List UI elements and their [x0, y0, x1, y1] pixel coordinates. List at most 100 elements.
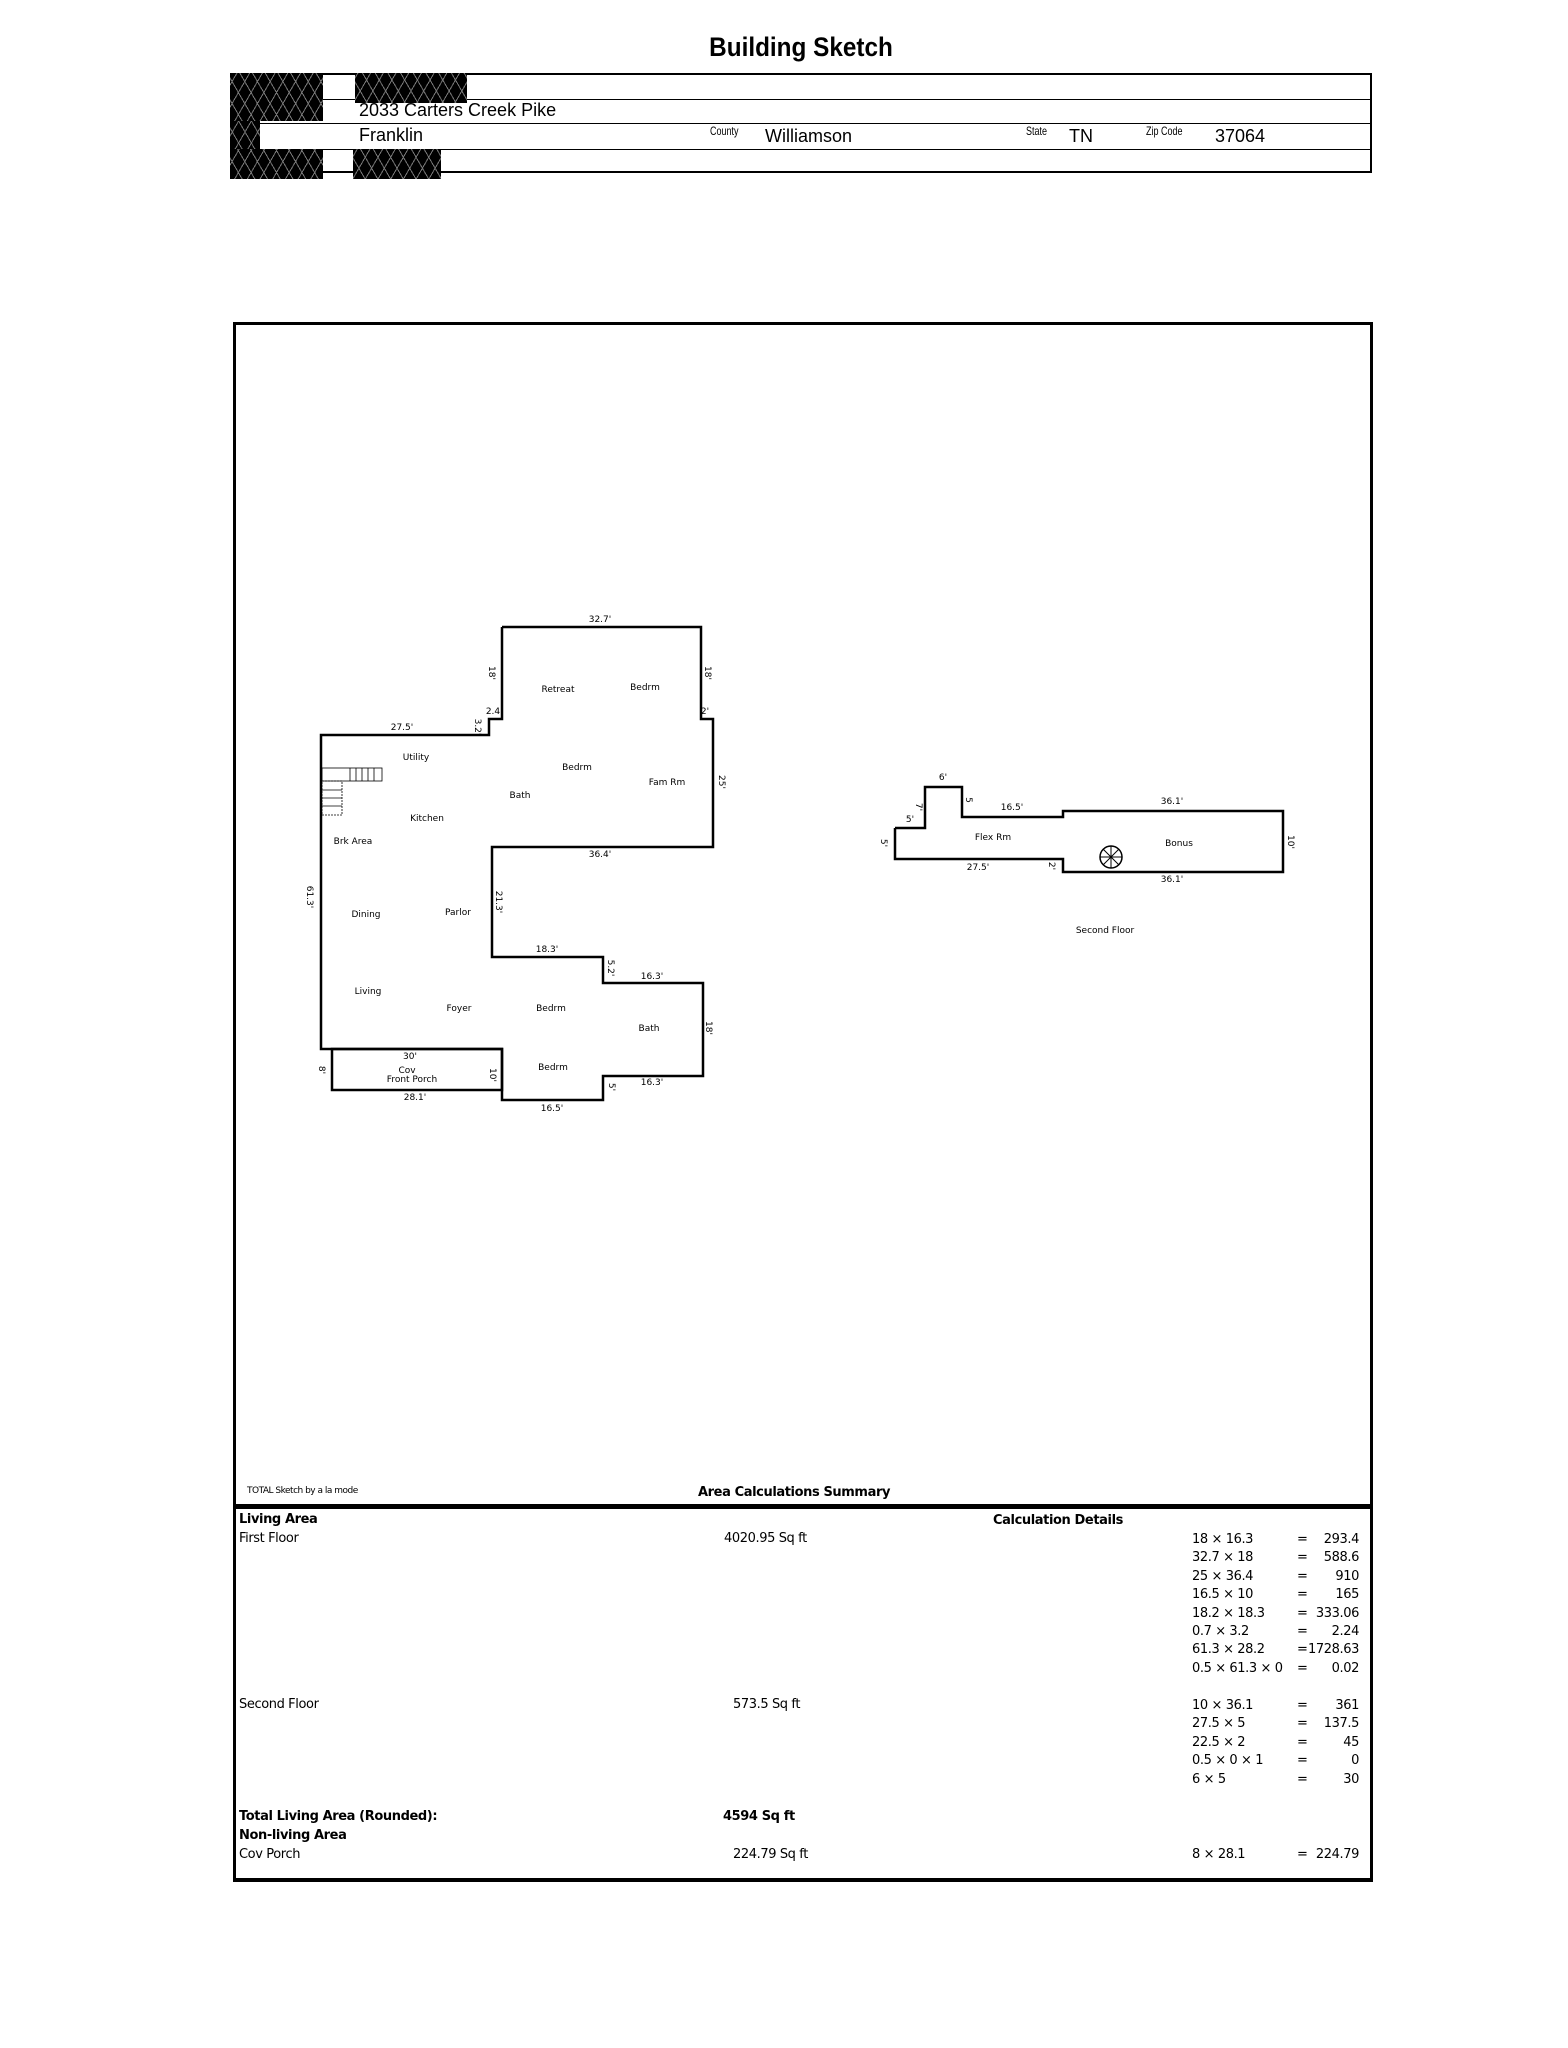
calc-val: 361	[1335, 1698, 1359, 1713]
first-floor-plan-label: 2'	[701, 707, 709, 717]
first-floor-plan-label: Bedrm	[536, 1004, 566, 1014]
second-floor-area: 573.5 Sq ft	[733, 1697, 801, 1712]
non-living-area-heading: Non-living Area	[239, 1828, 347, 1843]
first-floor-plan-label: Foyer	[447, 1004, 472, 1014]
cov-porch-label: Cov Porch	[239, 1847, 301, 1862]
redaction-block	[230, 149, 323, 179]
calc-val: 165	[1335, 1587, 1359, 1603]
second-floor-plan-label: 2'	[1046, 862, 1056, 870]
calc-val: 293.4	[1323, 1532, 1360, 1547]
first-floor-plan-label: 16.3'	[641, 1078, 664, 1088]
first-floor-plan-label: 3.2'	[472, 719, 482, 736]
calc-expr: 32.7 × 18	[1192, 1550, 1254, 1566]
second-floor-outline	[893, 785, 1285, 874]
first-floor-plan-label: 18.3'	[536, 945, 559, 955]
first-floor-plan-label: 2.4	[486, 707, 501, 717]
calc-val: 588.6	[1323, 1550, 1360, 1566]
cov-porch-area: 224.79 Sq ft	[733, 1847, 808, 1862]
calc-eq: =	[1297, 1642, 1308, 1658]
first-floor-plan-label: 16.3'	[641, 972, 664, 982]
first-floor-plan-label: 21.3'	[493, 891, 503, 914]
second-floor-plan-label: 10'	[1285, 835, 1295, 849]
calc-val: 910	[1335, 1568, 1359, 1584]
first-floor-plan-label: Utility	[403, 753, 430, 763]
first-floor-plan-label: Parlor	[445, 908, 471, 918]
calc-expr: 0.5 × 61.3 × 0	[1192, 1660, 1283, 1676]
second-floor-label: Second Floor	[239, 1697, 319, 1712]
zip: 37064	[1215, 126, 1266, 146]
sketch-frame	[233, 322, 1373, 1882]
first-floor-plan-label: Retreat	[542, 685, 575, 695]
first-floor-plan-label: Bedrm	[538, 1063, 568, 1073]
second-floor-plan-label: Flex Rm	[975, 833, 1011, 843]
calc-eq: =	[1297, 1716, 1308, 1732]
calc-eq: =	[1297, 1753, 1308, 1769]
calc-eq: =	[1297, 1568, 1308, 1584]
first-floor-plan-label: 36.4'	[589, 850, 612, 860]
stairs-icon	[321, 767, 383, 816]
first-floor-plan-label: Cov	[398, 1066, 416, 1076]
calc-eq: =	[1297, 1734, 1308, 1750]
calc-val: 0	[1351, 1753, 1359, 1769]
second-floor-plan-label: 36.1'	[1161, 797, 1184, 807]
calc-expr: 0.5 × 0 × 1	[1192, 1753, 1264, 1769]
zip-label: Zip Code	[1146, 124, 1183, 138]
calc-val: 30	[1343, 1771, 1359, 1787]
summary-divider	[233, 1504, 1370, 1509]
first-floor-plan-label: Bath	[510, 791, 531, 801]
calc-eq: =	[1297, 1771, 1308, 1787]
summary-title: Area Calculations Summary	[698, 1485, 891, 1500]
second-floor-plan-label: 7'	[913, 803, 923, 811]
calc-expr: 27.5 × 5	[1192, 1716, 1246, 1732]
calc-val: 137.5	[1323, 1716, 1360, 1732]
first-floor-plan-label: 18'	[702, 666, 712, 680]
spiral-stair-icon	[1099, 845, 1123, 869]
redaction-block	[353, 149, 441, 179]
calc-eq: =	[1297, 1587, 1308, 1603]
calc-eq: =	[1297, 1550, 1308, 1566]
first-floor-plan-label: Front Porch	[387, 1075, 437, 1085]
second-floor-plan-label: 27.5'	[967, 863, 990, 873]
second-floor-plan-label: 6'	[939, 773, 947, 783]
calc-eq: =	[1297, 1847, 1308, 1862]
living-area-heading: Living Area	[239, 1512, 318, 1527]
first-floor-plan-label: 16.5'	[541, 1104, 564, 1114]
first-floor-plan-label: 32.7'	[589, 615, 612, 625]
county: Williamson	[765, 126, 853, 146]
calc-val: 333.06	[1315, 1605, 1359, 1621]
calc-val: 0.02	[1331, 1660, 1360, 1676]
calc-val: 45	[1343, 1734, 1359, 1750]
calc-expr: 18 × 16.3	[1192, 1532, 1254, 1547]
second-floor-plan-label: 36.1'	[1161, 875, 1184, 885]
first-floor-plan-label: 10'	[487, 1068, 497, 1082]
first-floor-label: First Floor	[239, 1531, 299, 1546]
first-floor-area: 4020.95 Sq ft	[724, 1531, 807, 1546]
first-floor-plan-label: 18'	[486, 666, 496, 680]
page-title: Building Sketch	[709, 32, 893, 62]
calc-eq: =	[1297, 1660, 1308, 1676]
first-floor-plan-label: Dining	[351, 910, 380, 920]
second-floor-plan-label: 16.5'	[1001, 803, 1024, 813]
first-floor-plan-label: Bath	[639, 1024, 660, 1034]
calc-val: 224.79	[1315, 1847, 1359, 1862]
first-floor-plan-label: Living	[355, 987, 382, 997]
first-floor-plan-label: Brk Area	[334, 837, 373, 847]
second-floor-plan-label: 5'	[906, 815, 914, 825]
first-floor-plan-label: 25'	[716, 775, 726, 789]
front-porch-outline	[330, 1047, 504, 1092]
redaction-block	[230, 73, 323, 121]
calc-expr: 0.7 × 3.2	[1192, 1624, 1249, 1639]
second-floor-plan-label: Second Floor	[1076, 926, 1135, 936]
first-floor-plan-label: 61.3'	[304, 886, 314, 909]
calc-expr: 22.5 × 2	[1192, 1734, 1246, 1750]
calc-expr: 25 × 36.4	[1192, 1568, 1254, 1584]
address: 2033 Carters Creek Pike	[359, 100, 557, 120]
calc-val: 1728.63	[1308, 1642, 1359, 1658]
state-label: State	[1026, 124, 1048, 138]
calc-expr: 18.2 × 18.3	[1192, 1605, 1265, 1621]
total-living-area-value: 4594 Sq ft	[723, 1809, 795, 1824]
first-floor-plan-label: Fam Rm	[649, 778, 686, 788]
property-header-box	[230, 73, 1372, 173]
calculation-details-heading: Calculation Details	[993, 1513, 1123, 1528]
